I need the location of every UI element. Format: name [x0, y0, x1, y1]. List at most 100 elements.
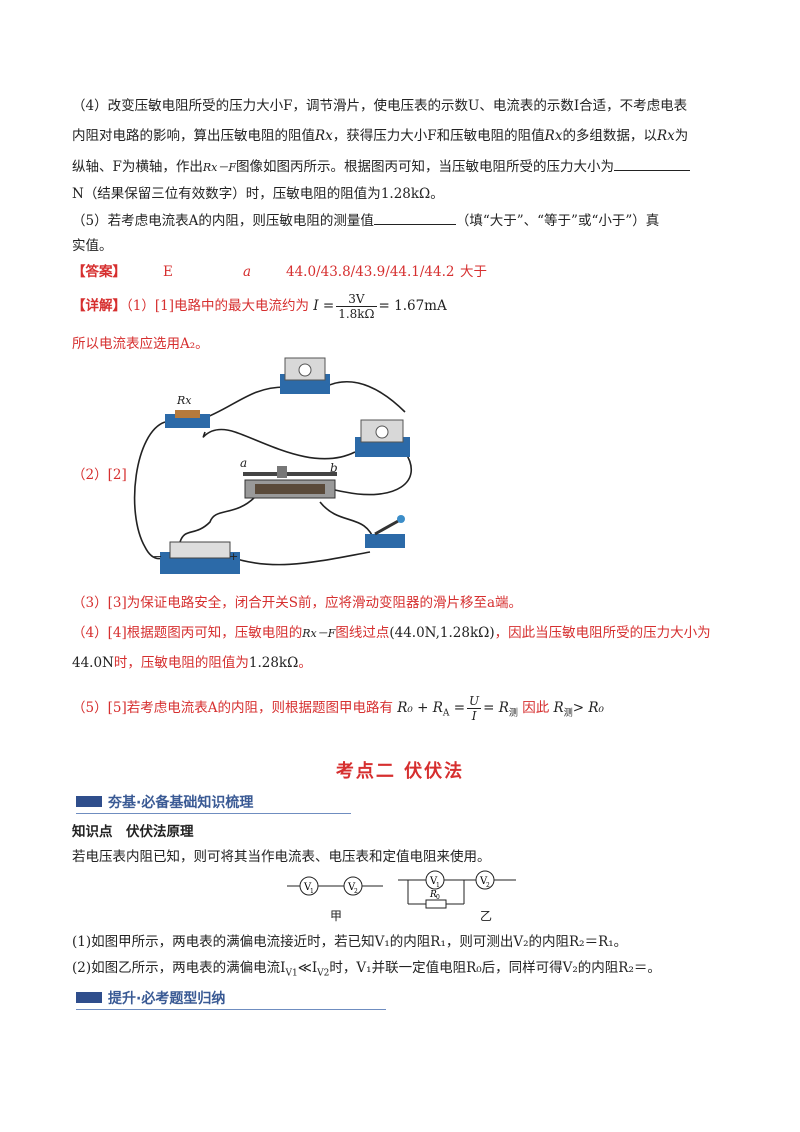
- detail-p5-eq2: = R: [483, 700, 509, 716]
- q4-blank: [614, 156, 690, 171]
- v1-label: V: [303, 882, 312, 893]
- q4-line4: N（结果保留三位有效数字）时，压敏电阻的阻值为1.28kΩ。: [72, 184, 444, 204]
- v2b-sub: 2: [486, 882, 490, 889]
- detail-p5a: （5）[5]若考虑电流表A的内阻，则根据题图甲电路有: [72, 700, 393, 716]
- resistor-rx-icon: [165, 410, 210, 428]
- v1b-label: V: [429, 876, 438, 887]
- section-title: 考点二 伏伏法: [335, 761, 465, 782]
- detail-p5-den: I: [471, 709, 477, 723]
- v2-label: V: [347, 882, 356, 893]
- q4-line3a: 纵轴、F为横轴，作出: [72, 159, 203, 175]
- detail-p5-eq2sub: 测: [508, 708, 518, 719]
- detail-p4d: 44.0N: [72, 655, 114, 671]
- label-a: a: [240, 456, 247, 470]
- banner-advanced-text: 提升·必考题型归纳: [108, 991, 226, 1007]
- q4-line1: （4）改变压敏电阻所受的压力大小F，调节滑片，使电压表的示数U、电流表的示数I合…: [72, 98, 688, 114]
- detail-p5-ressub: 测: [563, 708, 573, 719]
- detail-p4g: 。: [298, 655, 312, 671]
- q4-sym-rx-3: Rx: [656, 128, 675, 144]
- q4-line2c: 的多组数据，以: [562, 128, 657, 144]
- fig-jia-label: 甲: [330, 909, 343, 923]
- fig-yi-label: 乙: [480, 909, 493, 923]
- vv-line1: (1)如图甲所示，两电表的满偏电流接近时，若已知V₁的内阻R₁，则可测出V₂的内…: [72, 934, 628, 950]
- detail-p3: （3）[3]为保证电路安全，闭合开关S前，应将滑动变阻器的滑片移至a端。: [72, 595, 523, 611]
- v2b-label: V: [479, 876, 488, 887]
- rheostat-icon: [243, 466, 337, 499]
- label-plus: +: [229, 550, 238, 563]
- battery-icon: [160, 541, 240, 574]
- q4-sym-rx: Rx: [315, 128, 333, 144]
- vv-line2-mid: ≪I: [297, 960, 318, 976]
- v1b-sub: 1: [436, 882, 440, 889]
- wire-6: [179, 496, 256, 543]
- kp-intro: 若电压表内阻已知，则可将其当作电流表、电压表和定值电阻来使用。: [72, 849, 491, 865]
- v1-meter-icon: [299, 876, 319, 896]
- ammeter-icon: [355, 419, 410, 457]
- q4-line4a: N（结果保留三位有效数字）时，压敏电阻的阻值为: [72, 186, 381, 202]
- v2-sub: 2: [354, 888, 358, 895]
- q4-sym-rxf: Rx－F: [202, 161, 236, 174]
- q4-line2a: 内阻对电路的影响，算出压敏电阻的阻值: [72, 128, 315, 144]
- answer-4: 大于: [460, 264, 487, 280]
- q4-sym-rx-2: Rx: [544, 128, 563, 144]
- q5-line1b: （填“大于”、“等于”或“小于”）真: [455, 213, 660, 229]
- kp-title: 知识点 伏伏法原理: [72, 824, 194, 840]
- vv-line2-end: 时，V₁并联一定值电阻R₀后，同样可得V₂的内阻R₂＝。: [329, 960, 661, 976]
- detail-p4-line2: 44.0N时，压敏电阻的阻值为1.28kΩ。: [72, 653, 312, 673]
- detail-p5-res: R: [553, 700, 564, 716]
- detail-p5-eq1sub: A: [442, 708, 450, 719]
- detail-p1-num: 3V: [336, 292, 377, 307]
- q5-line1: （5）若考虑电流表A的内阻，则压敏电阻的测量值 （填“大于”、“等于”或“小于”）…: [72, 210, 659, 231]
- q5-line1a: （5）若考虑电流表A的内阻，则压敏电阻的测量值: [72, 213, 374, 229]
- r0-sub: 0: [436, 894, 440, 901]
- detail-p4e: 时，压敏电阻的阻值为: [113, 655, 249, 671]
- answer-2: a: [243, 264, 252, 280]
- figure-jia: V 1 V 2: [287, 876, 383, 896]
- q4-line4-val: 1.28kΩ: [380, 186, 431, 202]
- answer-1: E: [163, 264, 173, 280]
- detail-p1b: 所以电流表应选用A₂。: [72, 336, 209, 352]
- answer-3: 44.0/43.8/43.9/44.1/44.2: [286, 264, 455, 280]
- v1-sub: 1: [310, 888, 314, 895]
- banner-basics-text: 夯基·必备基础知识梳理: [108, 795, 254, 811]
- vv-line2: (2)如图乙所示，两电表的满偏电流IV1≪IV2时，V₁并联一定值电阻R₀后，同…: [72, 958, 661, 984]
- q5-blank: [373, 210, 456, 225]
- vv-line2-sub1: V1: [285, 968, 298, 979]
- wire-1: [133, 421, 176, 560]
- r0-resistor-icon: [425, 899, 447, 909]
- wire-2: [199, 386, 286, 421]
- detail-p1-res: = 1.67mA: [378, 298, 447, 314]
- banner-advanced: 提升·必考题型归纳: [76, 990, 386, 1010]
- q4-line3: 纵轴、F为横轴，作出Rx－F图像如图丙所示。根据图丙可知，当压敏电阻所受的压力大…: [72, 156, 690, 178]
- wire-5: [202, 428, 356, 460]
- q4-line2: 内阻对电路的影响，算出压敏电阻的阻值Rx，获得压力大小F和压敏电阻的阻值Rx的多…: [72, 126, 688, 146]
- r0-label: R: [429, 890, 437, 900]
- q5-line2: 实值。: [72, 238, 113, 254]
- v1b-meter-icon: [425, 870, 445, 890]
- vv-line2a: (2)如图乙所示，两电表的满偏电流I: [72, 960, 286, 976]
- banner2-bar: [76, 992, 102, 1003]
- figure-yi: V 1 V 2 R 0: [398, 870, 516, 909]
- answer-row: 【答案】: [72, 262, 126, 282]
- detail-p1-den: 1.8kΩ: [338, 307, 375, 321]
- detail-p5b: 因此: [522, 700, 550, 716]
- detail-label: 【详解】: [72, 298, 126, 314]
- detail-p4f: 1.28kΩ: [248, 655, 299, 671]
- q4-line4b: 。: [430, 186, 444, 202]
- detail-p4a: （4）[4]根据题图丙可知，压敏电阻的: [72, 625, 303, 641]
- q4-line2b: ，获得压力大小F和压敏电阻的阻值: [332, 128, 545, 144]
- detail-p4: （4）[4]根据题图丙可知，压敏电阻的Rx－F图线过点(44.0N,1.28kΩ…: [72, 623, 711, 644]
- detail-p5-res2: > R₀: [572, 700, 604, 716]
- banner-bar: [76, 796, 102, 807]
- banner-underline: [76, 813, 351, 814]
- banner-basics: 夯基·必备基础知识梳理: [76, 794, 351, 814]
- detail-p5-eq1: R₀ + R: [397, 700, 443, 716]
- detail-p4b: 图线过点: [335, 625, 390, 641]
- detail-p4-pt: (44.0N,1.28kΩ): [389, 625, 495, 641]
- detail-p4-sym: Rx－F: [302, 627, 336, 640]
- vv-line2-sub2: V2: [317, 968, 330, 979]
